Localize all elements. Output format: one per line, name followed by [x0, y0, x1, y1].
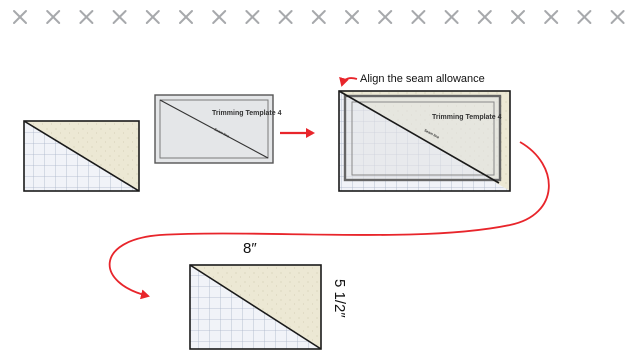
template-title-aligned: Trimming Template 4 [432, 114, 502, 121]
cross-mark-icon [79, 10, 94, 24]
template-seam-label-aligned: Seam line [424, 128, 440, 139]
callout-arrow [339, 76, 358, 87]
template-seam-label: Seam line [214, 127, 230, 138]
trimmed-block [189, 264, 322, 350]
cross-mark-icon [311, 10, 326, 24]
cross-mark-icon [378, 10, 393, 24]
aligned-template-on-block: Trimming Template 4 Seam line [338, 90, 511, 192]
height-dimension-label: 5 1/2″ [331, 279, 348, 318]
trimming-template: Trimming Template 4 Seam line [154, 94, 282, 164]
cross-mark-icon [511, 10, 525, 24]
cross-mark-icon [179, 10, 193, 24]
cross-mark-icon [444, 10, 459, 24]
cross-mark-icon [13, 10, 27, 24]
width-dimension-label: 8″ [243, 240, 257, 257]
callout-text: Align the seam allowance [360, 73, 485, 85]
cross-mark-icon [544, 10, 559, 24]
cross-mark-icon [212, 10, 227, 24]
cross-mark-icon [577, 10, 592, 24]
hst-block-step1 [23, 120, 140, 192]
x-mark-border [13, 10, 625, 24]
cross-mark-icon [46, 10, 61, 24]
cross-mark-icon [411, 10, 426, 24]
cross-mark-icon [278, 10, 293, 24]
cross-mark-icon [345, 10, 359, 24]
cross-mark-icon [245, 10, 260, 24]
cross-mark-icon [145, 10, 160, 24]
cross-mark-icon [112, 10, 127, 24]
arrow-to-trimmed [108, 141, 550, 300]
template-title: Trimming Template 4 [212, 110, 282, 117]
cross-mark-icon [477, 10, 492, 24]
cross-mark-icon [610, 10, 625, 24]
